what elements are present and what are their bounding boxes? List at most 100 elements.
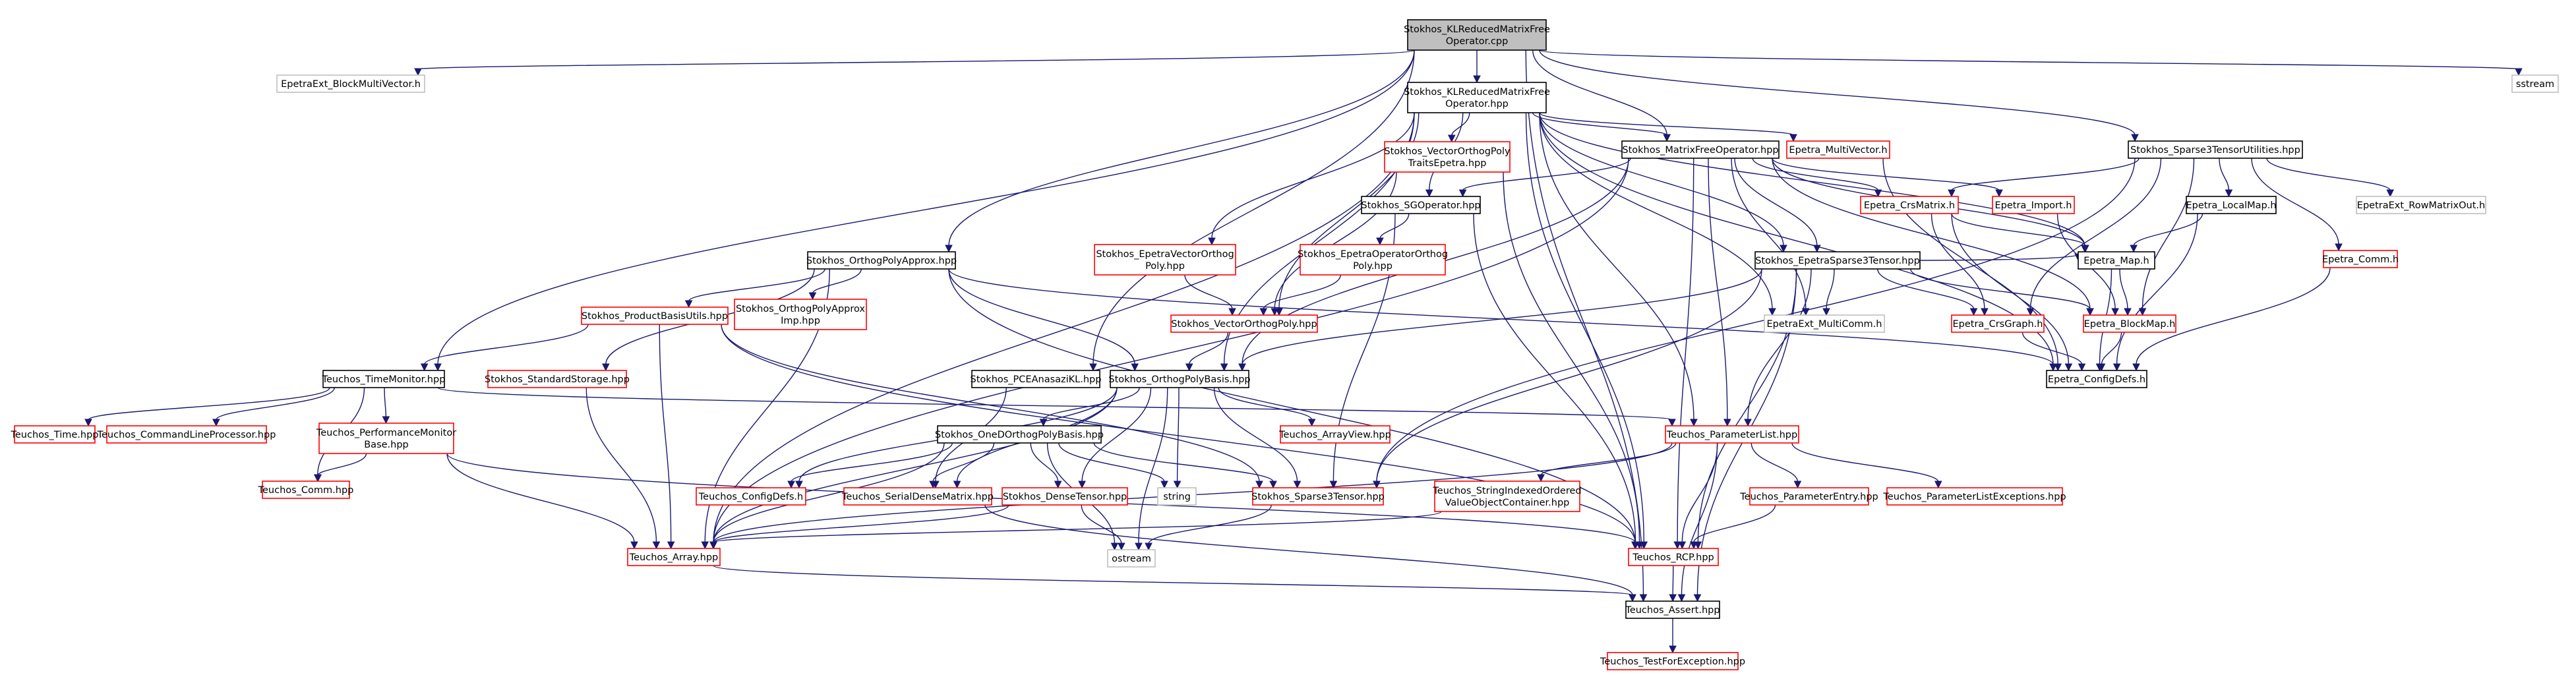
node-epetra-comm[interactable]: Epetra_Comm.h [2322, 250, 2399, 268]
node-vec-orthog-poly[interactable]: Stokhos_VectorOrthogPoly.hpp [1170, 314, 1318, 333]
node-string: string [1157, 487, 1197, 506]
node-mf-op[interactable]: Stokhos_MatrixFreeOperator.hpp [1621, 140, 1780, 159]
node-pce-anasazi[interactable]: Stokhos_PCEAnasaziKL.hpp [971, 370, 1102, 388]
edge-epetra-sparse3-to-orthog-poly-basis [1238, 268, 1762, 372]
node-orthog-poly-basis[interactable]: Stokhos_OrthogPolyBasis.hpp [1108, 370, 1251, 388]
edge-epetra-op-orthog-to-vec-orthog-poly [1259, 274, 1341, 316]
node-teuchos-configdefs[interactable]: Teuchos_ConfigDefs.h [696, 487, 806, 506]
node-label: ValueObjectContainer.hpp [1445, 498, 1570, 508]
node-dense-tensor[interactable]: Stokhos_DenseTensor.hpp [1002, 487, 1128, 506]
node-localmap[interactable]: Epetra_LocalMap.h [2186, 196, 2277, 214]
edge-line [1451, 112, 1470, 136]
node-standard-storage[interactable]: Stokhos_StandardStorage.hpp [485, 370, 630, 388]
node-sparse3-tensor[interactable]: Stokhos_Sparse3Tensor.hpp [1251, 487, 1385, 506]
node-label: Stokhos_OrthogPolyApprox [736, 304, 865, 314]
edge-line [948, 268, 1135, 365]
node-crsgraph[interactable]: Epetra_CrsGraph.h [1951, 314, 2045, 333]
node-box [1407, 82, 1547, 113]
node-label: Teuchos_CommandLineProcessor.hpp [97, 430, 276, 440]
node-orthog-approx[interactable]: Stokhos_OrthogPolyApprox.hpp [806, 251, 957, 270]
edge-arrowhead [1874, 189, 1882, 198]
node-teuchos-comm[interactable]: Teuchos_Comm.hpp [258, 481, 354, 499]
edge-line [2251, 158, 2339, 245]
edge-arrowhead [1629, 594, 1636, 602]
edge-arrowhead [1238, 363, 1246, 372]
edge-root-to-kl-hpp [1473, 50, 1481, 84]
edge-arrowhead [314, 474, 322, 483]
node-box [1607, 652, 1739, 670]
node-param-list[interactable]: Teuchos_ParameterList.hpp [1665, 425, 1799, 444]
edge-line [1677, 158, 1694, 543]
node-box [14, 425, 96, 444]
edges-layer [84, 49, 2523, 654]
node-teuchos-array[interactable]: Teuchos_Array.hpp [627, 548, 721, 566]
node-sparse3-utils[interactable]: Stokhos_Sparse3TensorUtilities.hpp [2128, 140, 2303, 159]
node-box [1361, 196, 1481, 214]
edge-arrowhead [709, 541, 717, 550]
node-box [1749, 487, 1869, 506]
node-epetra-sparse3[interactable]: Stokhos_EpetraSparse3Tensor.hpp [1754, 251, 1921, 270]
edge-arrowhead [1693, 594, 1702, 602]
edge-param-list-to-param-entry [1751, 442, 1802, 489]
node-serial-dense[interactable]: Teuchos_SerialDenseMatrix.hpp [841, 487, 994, 506]
edge-arrowhead [1981, 308, 1989, 316]
edge-line [1184, 274, 1233, 310]
node-sg-op[interactable]: Stokhos_SGOperator.hpp [1361, 196, 1481, 214]
node-cmdline[interactable]: Teuchos_CommandLineProcessor.hpp [97, 425, 276, 444]
edge-line [1148, 504, 1272, 544]
node-import[interactable]: Epetra_Import.h [1992, 196, 2075, 214]
node-label: Epetra_Map.h [2083, 256, 2149, 266]
edge-orthog-approx-to-product-basis [684, 268, 825, 308]
node-box [843, 487, 992, 506]
node-string-indexed[interactable]: Teuchos_StringIndexedOrderedValueObjectC… [1432, 481, 1582, 512]
node-box [971, 370, 1100, 388]
node-param-list-exc[interactable]: Teuchos_ParameterListExceptions.hpp [1882, 487, 2066, 506]
edge-arrowhead [1793, 481, 1802, 489]
node-product-basis[interactable]: Stokhos_ProductBasisUtils.hpp [581, 307, 729, 325]
edge-line [1376, 268, 1762, 483]
edge-line [1931, 213, 1985, 310]
edge-kl-hpp-to-multicomm [1539, 112, 1776, 316]
edge-line [1539, 112, 1784, 247]
edge-line [2136, 267, 2331, 365]
edge-perf-monitor-to-teuchos-array [446, 453, 638, 550]
node-teuchos-rcp[interactable]: Teuchos_RCP.hpp [1628, 548, 1719, 566]
node-teuchos-time[interactable]: Teuchos_Time.hpp [10, 425, 99, 444]
edge-sparse3-utils-to-crsmatrix [1948, 158, 2140, 198]
node-configdefs-h[interactable]: Epetra_ConfigDefs.h [2046, 370, 2147, 388]
node-crsmatrix[interactable]: Epetra_CrsMatrix.h [1860, 196, 1959, 214]
node-test-for-exc[interactable]: Teuchos_TestForException.hpp [1600, 652, 1745, 670]
node-blockmap[interactable]: Epetra_BlockMap.h [2083, 314, 2176, 333]
edge-arrowhead [1948, 189, 1956, 198]
edge-line [1218, 387, 1313, 421]
node-param-entry[interactable]: Teuchos_ParameterEntry.hpp [1739, 487, 1878, 506]
node-oned-basis[interactable]: Stokhos_OneDOrthogPolyBasis.hpp [935, 425, 1104, 444]
node-box [1992, 196, 2075, 214]
node-label: Imp.hpp [781, 316, 820, 326]
edge-line [417, 49, 1415, 70]
edge-sparse3-utils-to-blockmap [2138, 158, 2195, 316]
edge-arrowhead [1458, 189, 1467, 198]
node-epetra-multivector[interactable]: Epetra_MultiVector.h [1786, 140, 1890, 159]
node-box [2128, 140, 2303, 159]
edge-line [317, 453, 367, 476]
node-array-view[interactable]: Teuchos_ArrayView.hpp [1278, 425, 1391, 444]
node-epetra-map[interactable]: Epetra_Map.h [2078, 251, 2155, 270]
node-label: Operator.cpp [1446, 36, 1509, 47]
node-time-monitor[interactable]: Teuchos_TimeMonitor.hpp [322, 370, 446, 388]
node-box [1280, 425, 1391, 444]
edge-kl-hpp-to-vecorthog-traits [1447, 112, 1470, 143]
edge-epetra-multivector-to-configdefs-h [1882, 158, 2062, 372]
edge-line [2142, 158, 2195, 310]
edge-line [1910, 268, 2091, 310]
node-epetraext-bmv: EpetraExt_BlockMultiVector.h [276, 74, 425, 93]
edge-oned-basis-to-string [1058, 442, 1168, 489]
node-teuchos-assert[interactable]: Teuchos_Assert.hpp [1625, 600, 1720, 619]
